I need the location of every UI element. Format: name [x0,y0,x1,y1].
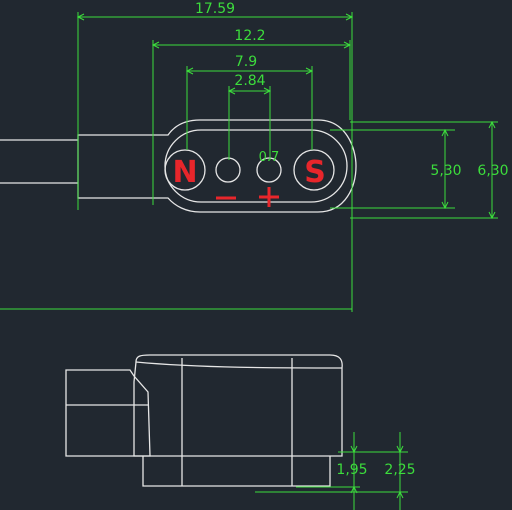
dim-body-width: 12.2 [234,28,265,44]
dim-outer-height: 6,30 [477,163,508,179]
plus-icon [259,187,279,207]
side-pin-base [142,456,331,487]
side-divider-lines [181,358,293,486]
pole-n-label: N [172,155,197,190]
side-body-outline [133,354,343,457]
magnet-n-circle [164,149,206,191]
side-cable-block [65,369,151,457]
housing-outline [77,119,357,213]
cable-stub [0,139,78,184]
pole-s-label: S [304,155,326,190]
pin-minus-circle [215,157,241,183]
dim-pin-pitch: 2.84 [234,73,265,89]
dim-total-height: 2,25 [384,462,415,478]
side-top-curve [135,361,343,369]
top-view: N S [0,119,357,213]
dim-pin-span: 7.9 [235,54,257,70]
dim-pin-diameter: 0.7 [259,150,280,165]
dim-overall-width: 17.59 [195,1,235,17]
magnet-s-circle [293,149,335,191]
side-dimensions: 1,95 2,25 [255,432,416,510]
side-view [65,354,343,487]
pin-plus-circle [256,157,282,183]
dim-pin-height: 1,95 [336,462,367,478]
top-dimensions: 17.59 12.2 7.9 2.84 0.7 5,30 6,30 [0,1,509,312]
dim-inner-height: 5,30 [430,163,461,179]
